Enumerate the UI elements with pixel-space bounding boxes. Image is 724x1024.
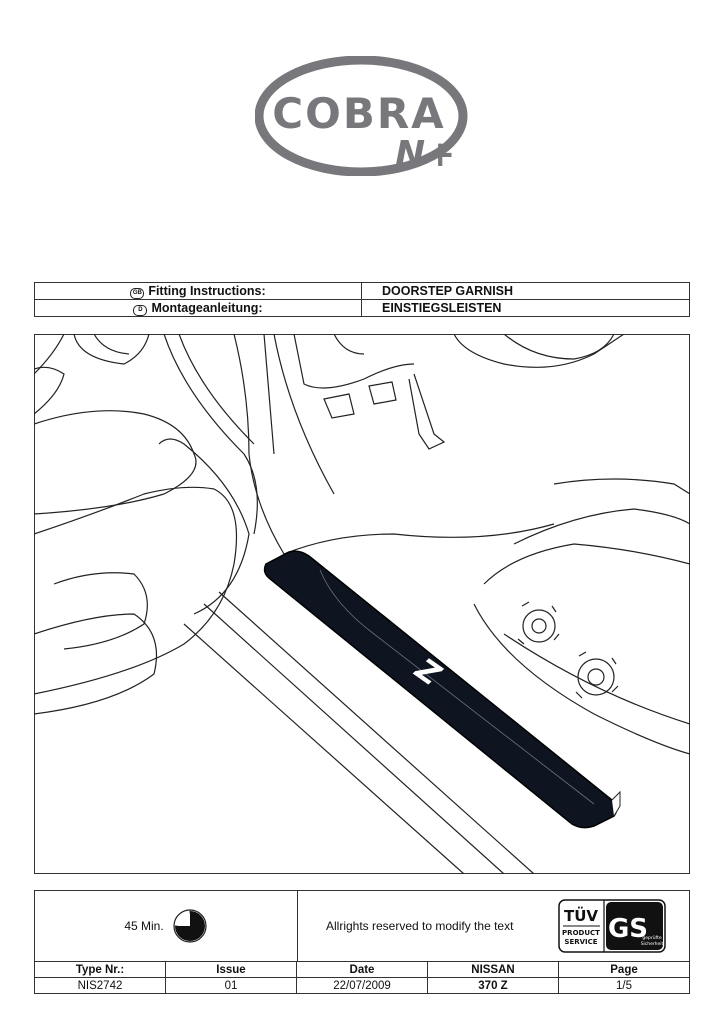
page-value: 1/5 xyxy=(558,977,690,994)
type-nr-value: NIS2742 xyxy=(34,977,166,994)
doorstep-garnish-plate: Z xyxy=(263,550,621,829)
svg-text:Sicherheit: Sicherheit xyxy=(641,941,664,947)
issue-value: 01 xyxy=(165,977,297,994)
info-header-row: Type Nr.: Issue Date NISSAN Page xyxy=(34,961,690,978)
footer-panel: 45 Min. Allrights reserved to modify the… xyxy=(34,890,690,994)
rights-text: Allrights reserved to modify the text xyxy=(326,919,514,933)
fitting-instructions-label: Fitting Instructions: xyxy=(148,283,266,298)
date-header: Date xyxy=(296,961,428,978)
rights-box: Allrights reserved to modify the text TÜ… xyxy=(298,891,689,961)
cobra-logo: COBRA N+ xyxy=(255,56,468,176)
issue-header: Issue xyxy=(165,961,297,978)
lang-de-icon: D xyxy=(133,304,148,316)
svg-text:SERVICE: SERVICE xyxy=(565,938,598,946)
svg-text:GS: GS xyxy=(608,914,648,944)
product-name-de: EINSTIEGSLEISTEN xyxy=(361,299,690,317)
info-value-row: NIS2742 01 22/07/2009 370 Z 1/5 xyxy=(34,977,690,994)
model-value: 370 Z xyxy=(427,977,559,994)
time-box: 45 Min. xyxy=(35,891,298,961)
product-name-en: DOORSTEP GARNISH xyxy=(361,282,690,300)
logo-brand-text: COBRA xyxy=(272,89,445,138)
fitting-time-label: 45 Min. xyxy=(124,919,164,933)
date-value: 22/07/2009 xyxy=(296,977,428,994)
make-header: NISSAN xyxy=(427,961,559,978)
svg-text:geprüfte: geprüfte xyxy=(643,935,662,941)
lang-gb-icon: GB xyxy=(130,287,145,299)
logo-suffix-text: N+ xyxy=(395,134,455,175)
svg-text:PRODUCT: PRODUCT xyxy=(562,929,600,937)
document-info-table: Type Nr.: Issue Date NISSAN Page NIS2742… xyxy=(34,961,690,994)
page-header: Page xyxy=(558,961,690,978)
clock-icon xyxy=(173,909,207,943)
montageanleitung-label: Montageanleitung: xyxy=(151,300,263,315)
svg-text:TÜV: TÜV xyxy=(564,906,598,925)
tuv-gs-certification-icon: TÜV PRODUCT SERVICE GS geprüfte Sicherhe… xyxy=(558,899,667,953)
type-nr-header: Type Nr.: xyxy=(34,961,166,978)
car-interior-illustration: Z xyxy=(34,334,690,874)
